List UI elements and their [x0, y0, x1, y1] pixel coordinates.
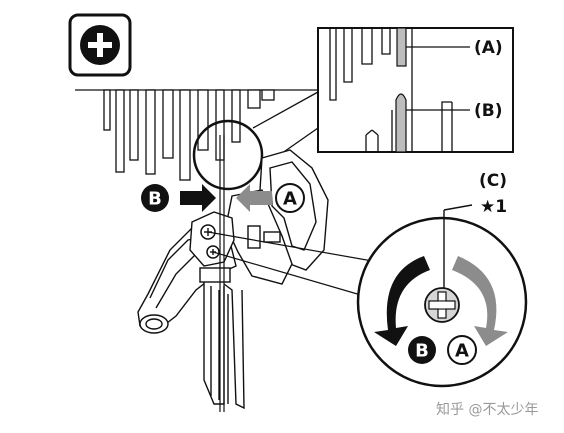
- watermark: 知乎 @不太少年: [436, 401, 538, 418]
- badge-a: A: [283, 189, 297, 210]
- zoom-leader-top: [252, 91, 319, 129]
- star-note: ★1: [480, 197, 507, 217]
- chain: [219, 135, 225, 412]
- arrow-icon: B A: [141, 183, 305, 213]
- badge-b: B: [148, 189, 162, 210]
- inset-detail-box: (A) (B): [317, 27, 514, 153]
- circle-label-b: B: [415, 341, 429, 362]
- circle-label-a: A: [455, 341, 469, 362]
- chainring-stack: [75, 89, 320, 181]
- inset-label-b: (B): [474, 101, 503, 121]
- plus-circle-icon: [68, 13, 132, 77]
- callout-leader-1: [207, 231, 379, 263]
- callout-label-c: (C): [479, 171, 507, 191]
- screw-adjust-callout: (C) ★1 B A: [356, 171, 528, 388]
- phillips-screw-icon: [424, 287, 460, 323]
- inset-label-a: (A): [474, 38, 503, 58]
- callout-leader-2: [212, 251, 379, 301]
- zoom-circle: [192, 119, 264, 191]
